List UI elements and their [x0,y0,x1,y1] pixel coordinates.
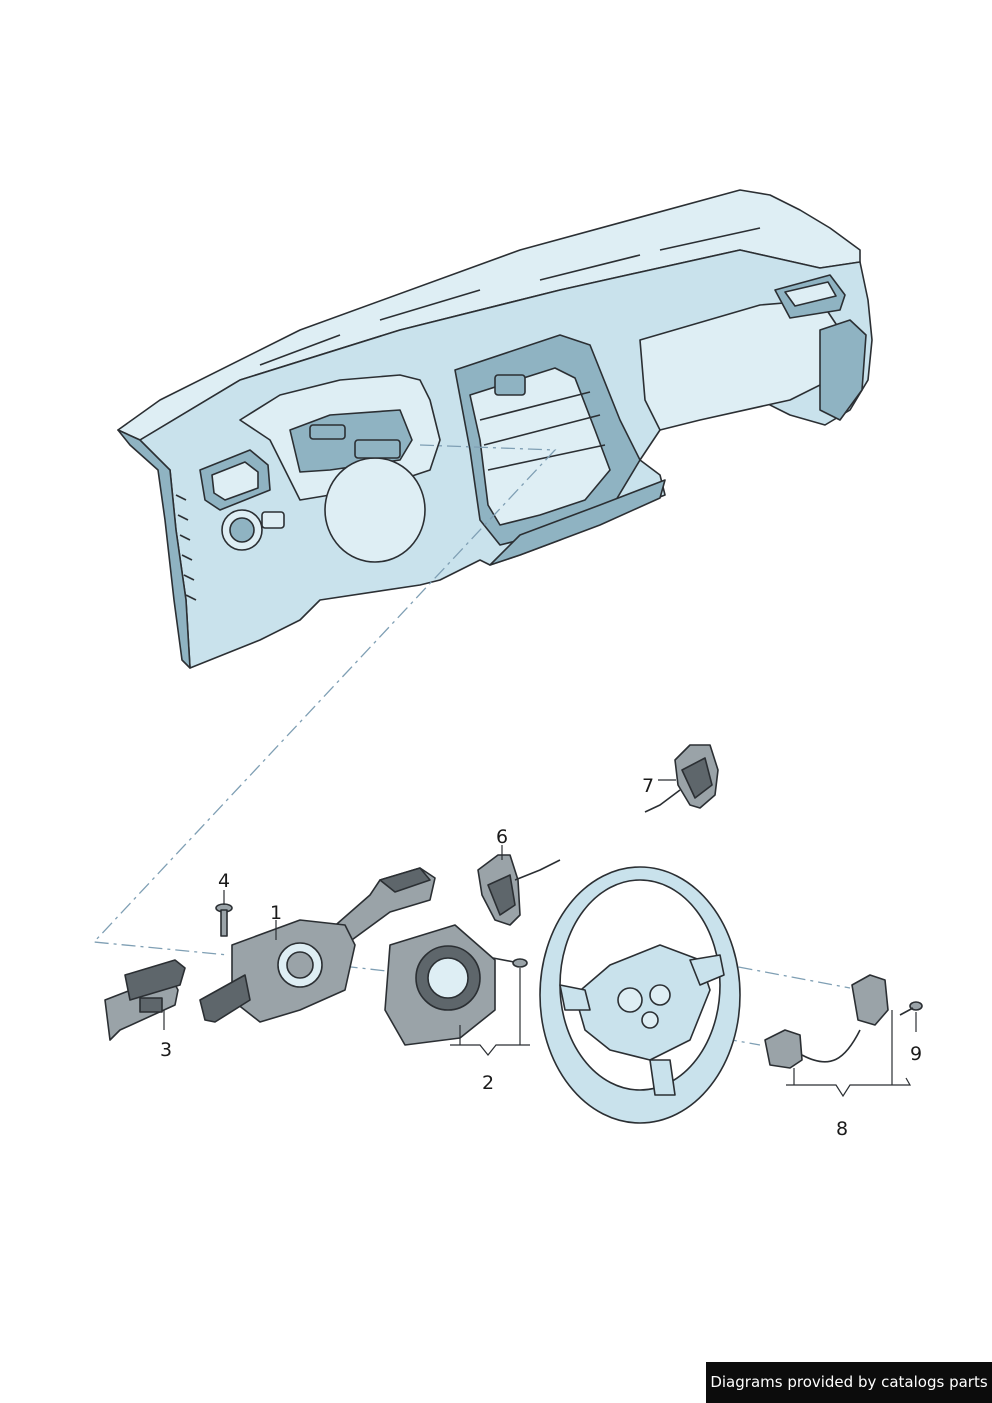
part-9-screw [899,1001,923,1016]
callout-7: 7 [642,775,654,797]
callout-2: 2 [482,1072,494,1094]
callout-4: 4 [218,870,230,892]
callout-8: 8 [836,1118,848,1140]
leadline-dashboard-to-column [92,444,557,956]
part-3-bracket [104,959,186,1041]
callout-9: 9 [910,1043,922,1065]
callout-leaders [163,779,917,1098]
steering-wheel [539,866,741,1124]
part-6-button-module [477,854,561,926]
left-side-vent [175,494,197,601]
callout-3: 3 [160,1039,172,1061]
part-2-clock-spring [384,924,528,1046]
callout-6: 6 [496,826,508,848]
leadline-column-to-clockspring [289,959,396,973]
part-4-screw [215,903,233,937]
part-8-multifunction-buttons [764,974,889,1069]
callout-1: 1 [270,902,282,924]
credit-watermark: Diagrams provided by catalogs parts [706,1362,992,1403]
dashboard-panel [117,189,873,669]
leadline-wheel-to-button-right [711,961,851,989]
part-7-button-module [644,744,719,813]
part-1-combination-switch [199,867,436,1023]
callout-labels: 1 2 3 4 6 7 8 9 [160,775,922,1140]
